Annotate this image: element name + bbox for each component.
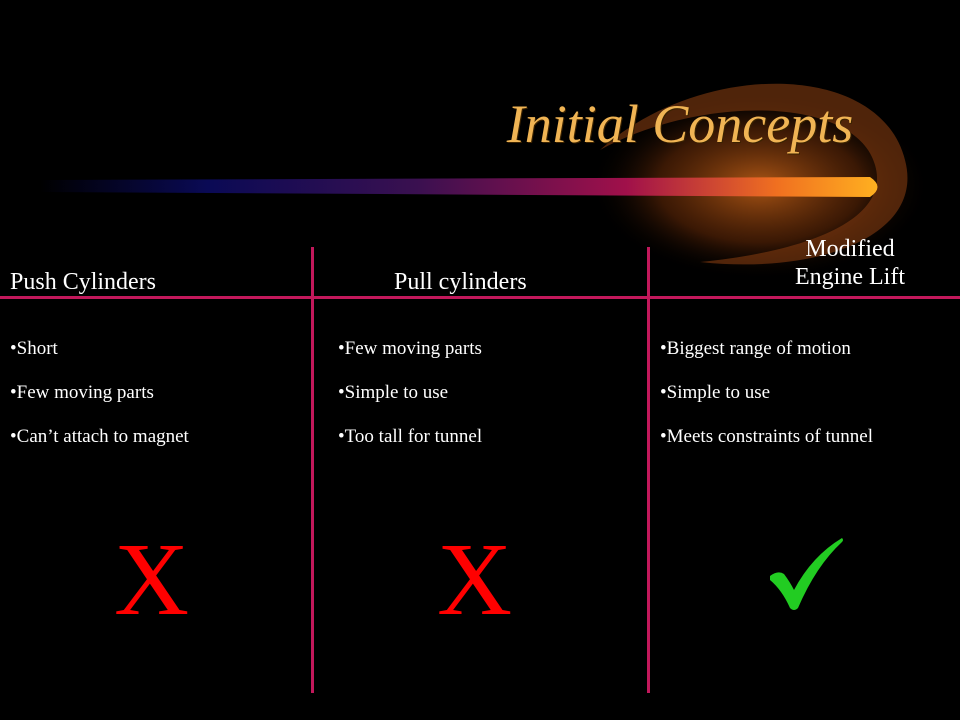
push-cylinders-bullets: Short Few moving parts Can’t attach to m…	[10, 337, 189, 469]
reject-x-mark-push: X	[114, 522, 190, 637]
title-swoosh-decoration	[40, 83, 930, 280]
horizontal-divider	[0, 296, 960, 299]
bullet-item: Too tall for tunnel	[338, 425, 482, 469]
reject-x-mark-pull: X	[437, 522, 513, 637]
column-heading-modified-engine-lift: Modified Engine Lift	[760, 235, 940, 291]
column-heading-pull-cylinders: Pull cylinders	[394, 269, 527, 295]
bullet-item: Simple to use	[660, 381, 873, 425]
bullet-item: Short	[10, 337, 189, 381]
bullet-item: Biggest range of motion	[660, 337, 873, 381]
bullet-item: Simple to use	[338, 381, 482, 425]
column-heading-line-2: Engine Lift	[795, 264, 905, 290]
column-heading-line-1: Modified	[805, 236, 895, 262]
vertical-divider-right	[647, 247, 650, 693]
bullet-item: Can’t attach to magnet	[10, 425, 189, 469]
slide-title: Initial Concepts	[506, 94, 854, 154]
bullet-item: Few moving parts	[10, 381, 189, 425]
bullet-item: Meets constraints of tunnel	[660, 425, 873, 469]
checkmark-icon	[770, 538, 843, 610]
engine-lift-bullets: Biggest range of motion Simple to use Me…	[660, 337, 873, 469]
column-heading-push-cylinders: Push Cylinders	[10, 269, 157, 295]
bullet-item: Few moving parts	[338, 337, 482, 381]
vertical-divider-left	[311, 247, 314, 693]
pull-cylinders-bullets: Few moving parts Simple to use Too tall …	[338, 337, 482, 469]
